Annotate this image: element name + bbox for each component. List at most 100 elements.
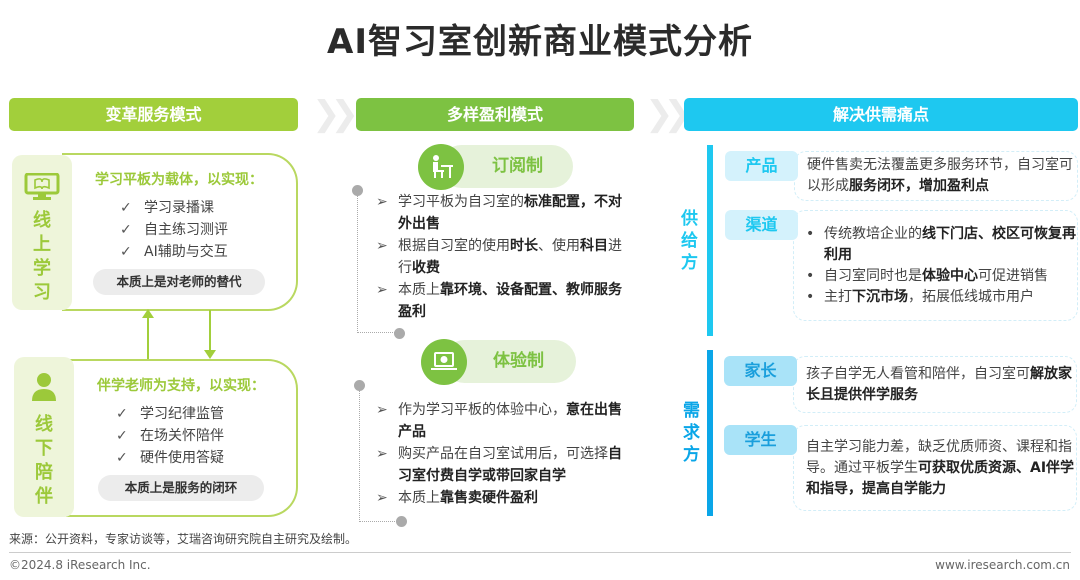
text-segment: 传统教培企业的 (824, 225, 922, 242)
tag-product: 产品 (725, 151, 798, 181)
emphasis-text: 下沉市场 (852, 288, 908, 305)
bullet-text: 购买产品在自习室试用后，可选择自习室付费自学或带回家自学 (398, 443, 628, 487)
check-icon: ✓ (116, 428, 128, 444)
demand-bar (707, 350, 713, 516)
check-icon: ✓ (120, 222, 132, 238)
bullet-text: 硬件售卖无法覆盖更多服务环节，自习室可以形成服务闭环，增加盈利点 (807, 155, 1077, 197)
check-icon: ✓ (120, 244, 132, 260)
dot-bullet-icon: • (806, 225, 815, 242)
item-text: AI辅助与交互 (144, 244, 228, 260)
feature-list: ✓ 学习录播课 ✓ 自主练习测评 ✓ AI辅助与交互 (120, 197, 296, 263)
offline-companion-label: 线下陪伴 (14, 357, 74, 517)
bracket-dot (352, 185, 363, 196)
emphasis-text: 时长 (510, 238, 538, 254)
online-learning-label: 线上学习 (12, 155, 72, 310)
bullet-item: 硬件售卖无法覆盖更多服务环节，自习室可以形成服务闭环，增加盈利点 (807, 155, 1077, 197)
arrow-up-icon (142, 309, 154, 318)
item-text: 在场关怀陪伴 (140, 428, 224, 444)
column-header-profit: 多样盈利模式 (356, 98, 634, 131)
offline-companion-card: 伴学老师为支持，以实现： ✓学习纪律监管✓在场关怀陪伴✓硬件使用答疑 本质上是服… (66, 359, 298, 517)
bullet-item: • 主打下沉市场，拓展低线城市用户 (806, 287, 1077, 308)
online-learning-card: 学习平板为载体，以实现： ✓学习录播课✓自主练习测评✓AI辅助与交互 本质上是对… (62, 153, 298, 311)
list-item: ✓硬件使用答疑 (116, 447, 296, 469)
monitor-book-icon (24, 173, 60, 200)
emphasis-text: 解放家长且提供伴学服务 (806, 365, 1072, 403)
bullet-text: 孩子自学无人看管和陪伴，自习室可解放家长且提供伴学服务 (806, 364, 1076, 406)
check-icon: ✓ (116, 406, 128, 422)
arrow-bullet-icon: ➢ (376, 194, 388, 210)
bullet-text: 作为学习平板的体验中心，意在出售产品 (398, 399, 628, 443)
person-at-desk-icon (418, 144, 464, 190)
product-box: 硬件售卖无法覆盖更多服务环节，自习室可以形成服务闭环，增加盈利点 (794, 151, 1078, 201)
item-text: 学习录播课 (144, 200, 214, 216)
chevron-right-icon: ❯❯ (645, 94, 692, 134)
supply-bar (707, 145, 713, 336)
subscription-bullets: ➢ 学习平板为自习室的标准配置，不对外出售 ➢ 根据自习室的使用时长、使用科目进行收费… (376, 191, 628, 323)
arrow-bullet-icon: ➢ (376, 402, 388, 418)
arrow-bullet-icon: ➢ (376, 238, 388, 254)
check-icon: ✓ (120, 200, 132, 216)
channel-box: •传统教培企业的线下门店、校区可恢复再利用•自习室同时也是体验中心可促进销售•主… (793, 210, 1078, 321)
summary-badge: 本质上是对老师的替代 (93, 269, 265, 295)
source-note: 来源：公开资料，专家访谈等，艾瑞咨询研究院自主研究及绘制。 (9, 532, 358, 546)
bullet-item: ➢ 作为学习平板的体验中心，意在出售产品 (376, 399, 628, 443)
bullet-item: ➢ 根据自习室的使用时长、使用科目进行收费 (376, 235, 628, 279)
bullet-text: 本质上靠环境、设备配置、教师服务盈利 (398, 279, 628, 323)
bullet-item: ➢ 购买产品在自习室试用后，可选择自习室付费自学或带回家自学 (376, 443, 628, 487)
emphasis-text: 收费 (412, 260, 440, 276)
list-item: ✓ 在场关怀陪伴 (116, 425, 296, 447)
text-segment: 本质上 (398, 490, 440, 506)
arrow-bullet-icon: ➢ (376, 446, 388, 462)
website-url: www.iresearch.com.cn (935, 558, 1070, 572)
bracket-dot (394, 328, 405, 339)
vertical-label: 线上学习 (33, 210, 51, 303)
emphasis-text: 服务闭环，增加盈利点 (849, 178, 989, 194)
emphasis-text: 体验中心 (922, 267, 978, 284)
page-title: AI智习室创新商业模式分析 (327, 22, 753, 62)
bullet-text: 传统教培企业的线下门店、校区可恢复再利用 (824, 224, 1077, 266)
text-segment: 主打 (824, 288, 852, 305)
column-header-service: 变革服务模式 (9, 98, 298, 131)
dotted-bracket (357, 190, 397, 333)
chevron-right-icon: ❯❯ (312, 94, 359, 134)
text-segment: 进行 (398, 238, 622, 276)
text-segment: 孩子自学无人看管和陪伴，自习室可 (806, 365, 1030, 382)
item-text: 硬件使用答疑 (140, 450, 224, 466)
copyright: ©2024.8 iResearch Inc. (9, 558, 151, 572)
emphasis-text: 自习室付费自学或带回家自学 (398, 446, 622, 484)
text-segment: 硬件售卖无法覆盖更多服务环节，自习室可以形成 (807, 157, 1073, 194)
text-segment: 本质上 (398, 282, 440, 298)
bullet-item: ➢ 本质上靠售卖硬件盈利 (376, 487, 628, 509)
dot-bullet-icon: • (806, 288, 815, 305)
bullet-text: 学习平板为自习室的标准配置，不对外出售 (398, 191, 628, 235)
supply-side-label: 供给方 (681, 209, 698, 273)
emphasis-text: 可获取优质资源、AI伴学和指导，提高自学能力 (806, 459, 1075, 497)
footer-divider (9, 552, 1071, 553)
bullet-text: 本质上靠售卖硬件盈利 (398, 487, 538, 509)
bullet-text: 主打下沉市场，拓展低线城市用户 (824, 287, 1034, 308)
bullet-text: 自主学习能力差，缺乏优质师资、课程和指导。通过平板学生可获取优质资源、AI伴学和… (806, 437, 1076, 500)
demand-side-label: 需求方 (683, 401, 700, 465)
bullet-item: 孩子自学无人看管和陪伴，自习室可解放家长且提供伴学服务 (806, 364, 1076, 406)
student-box: 自主学习能力差，缺乏优质师资、课程和指导。通过平板学生可获取优质资源、AI伴学和… (793, 425, 1077, 511)
tag-parent: 家长 (724, 356, 797, 386)
dot-bullet-icon: • (806, 267, 815, 284)
column-header-pain-points: 解决供需痛点 (684, 98, 1078, 131)
text-segment: 自主学习能力差，缺乏优质师资、课程和指导。通过平板学生 (806, 438, 1072, 476)
bidirectional-arrows (142, 309, 216, 360)
emphasis-text: 标准配置，不对外出售 (398, 194, 622, 232)
bullet-item: • 传统教培企业的线下门店、校区可恢复再利用 (806, 224, 1077, 266)
item-text: 自主练习测评 (144, 222, 228, 238)
bracket-dot (354, 380, 365, 391)
tag-channel: 渠道 (725, 210, 798, 240)
text-segment: 、使用 (538, 238, 580, 254)
item-text: 学习纪律监管 (140, 406, 224, 422)
card-heading: 伴学老师为支持，以实现： (97, 378, 265, 394)
emphasis-text: 线下门店、校区可恢复再利用 (824, 225, 1076, 263)
bullet-text: 根据自习室的使用时长、使用科目进行收费 (398, 235, 628, 279)
text-segment: 可促进销售 (978, 267, 1048, 284)
arrow-bullet-icon: ➢ (376, 490, 388, 506)
tag-student: 学生 (724, 425, 797, 455)
text-segment: 学习平板为自习室的 (398, 194, 524, 210)
dotted-bracket (359, 385, 399, 522)
